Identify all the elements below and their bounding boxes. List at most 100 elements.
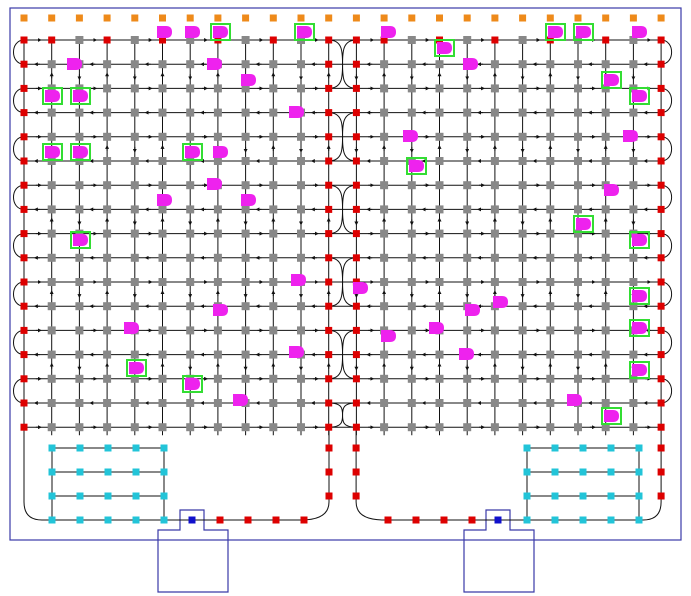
storage-cell-node — [574, 351, 582, 359]
robot-agent-icon — [124, 322, 139, 334]
storage-cell-node — [131, 302, 139, 310]
storage-cell-node — [574, 278, 582, 286]
source-node — [21, 15, 28, 22]
storage-cell-node — [491, 230, 499, 238]
track-cross — [329, 403, 357, 427]
robot-agent-icon — [632, 234, 647, 246]
storage-cell-node — [629, 351, 637, 359]
source-node — [353, 15, 360, 22]
storage-cell-node — [546, 84, 554, 92]
storage-cell-node — [48, 60, 56, 68]
storage-cell-node — [408, 205, 416, 213]
junction-node — [325, 254, 332, 261]
storage-cell-node — [602, 109, 610, 117]
storage-cell-node — [75, 109, 83, 117]
storage-cell-node — [519, 84, 527, 92]
storage-cell-node — [574, 84, 582, 92]
buffer-node — [77, 493, 84, 500]
storage-cell-node — [602, 60, 610, 68]
storage-cell-node — [103, 302, 111, 310]
storage-cell-node — [214, 423, 222, 431]
storage-cell-node — [48, 205, 56, 213]
robot-agent-icon — [632, 290, 647, 302]
source-node — [658, 15, 665, 22]
storage-cell-node — [214, 351, 222, 359]
junction-node — [325, 61, 332, 68]
dock-loop-left — [24, 427, 329, 520]
junction-node — [658, 37, 665, 44]
storage-cell-node — [436, 84, 444, 92]
track-loop — [661, 234, 672, 258]
storage-cell-node — [408, 399, 416, 407]
robot-agent-icon — [157, 194, 172, 206]
robot-agent-icon — [67, 58, 82, 70]
storage-cell-node — [380, 351, 388, 359]
storage-cell-node — [269, 375, 277, 383]
track-loop — [14, 185, 25, 209]
storage-cell-node — [463, 84, 471, 92]
junction-node — [21, 230, 28, 237]
storage-cell-node — [297, 423, 305, 431]
storage-cell-node — [131, 278, 139, 286]
storage-cell-node — [574, 157, 582, 165]
junction-node — [21, 327, 28, 334]
storage-cell-node — [602, 230, 610, 238]
storage-cell-node — [574, 60, 582, 68]
junction-node — [658, 206, 665, 213]
storage-cell-node — [491, 157, 499, 165]
storage-cell-node — [463, 109, 471, 117]
storage-cell-node — [103, 326, 111, 334]
storage-cell-node — [491, 423, 499, 431]
storage-cell-node — [463, 423, 471, 431]
storage-cell-node — [491, 109, 499, 117]
buffer-node — [105, 493, 112, 500]
storage-cell-node — [269, 205, 277, 213]
buffer-node — [49, 517, 56, 524]
storage-cell-node — [519, 157, 527, 165]
storage-cell-node — [574, 230, 582, 238]
buffer-node — [161, 517, 168, 524]
storage-cell-node — [75, 375, 83, 383]
source-node — [464, 15, 471, 22]
track-loop — [14, 234, 25, 258]
storage-cell-node — [186, 84, 194, 92]
storage-cell-node — [436, 133, 444, 141]
storage-cell-node — [214, 254, 222, 262]
storage-cell-node — [103, 254, 111, 262]
storage-cell-node — [436, 351, 444, 359]
storage-cell-node — [602, 302, 610, 310]
storage-cell-node — [214, 326, 222, 334]
storage-cell-node — [380, 230, 388, 238]
junction-node — [353, 424, 360, 431]
buffer-node — [636, 445, 643, 452]
junction-node — [21, 400, 28, 407]
junction-node — [325, 109, 332, 116]
storage-cell-node — [75, 326, 83, 334]
storage-cell-node — [408, 351, 416, 359]
storage-cell-node — [297, 326, 305, 334]
dock-node — [495, 517, 502, 524]
junction-node — [326, 493, 333, 500]
storage-cell-node — [463, 157, 471, 165]
junction-node — [658, 469, 665, 476]
robot-agent-icon — [463, 58, 478, 70]
storage-cell-node — [546, 133, 554, 141]
junction-node — [325, 37, 332, 44]
junction-node — [353, 469, 360, 476]
buffer-node — [580, 469, 587, 476]
storage-cell-node — [602, 157, 610, 165]
storage-cell-node — [380, 423, 388, 431]
dock-node — [189, 517, 196, 524]
storage-cell-node — [408, 302, 416, 310]
junction-node — [353, 158, 360, 165]
junction-node — [104, 37, 111, 44]
storage-cell-node — [269, 109, 277, 117]
junction-node — [326, 445, 333, 452]
source-node — [408, 15, 415, 22]
storage-cell-node — [75, 36, 83, 44]
storage-cell-node — [629, 399, 637, 407]
storage-cell-node — [408, 278, 416, 286]
storage-cell-node — [269, 326, 277, 334]
buffer-node — [133, 493, 140, 500]
junction-node — [21, 254, 28, 261]
